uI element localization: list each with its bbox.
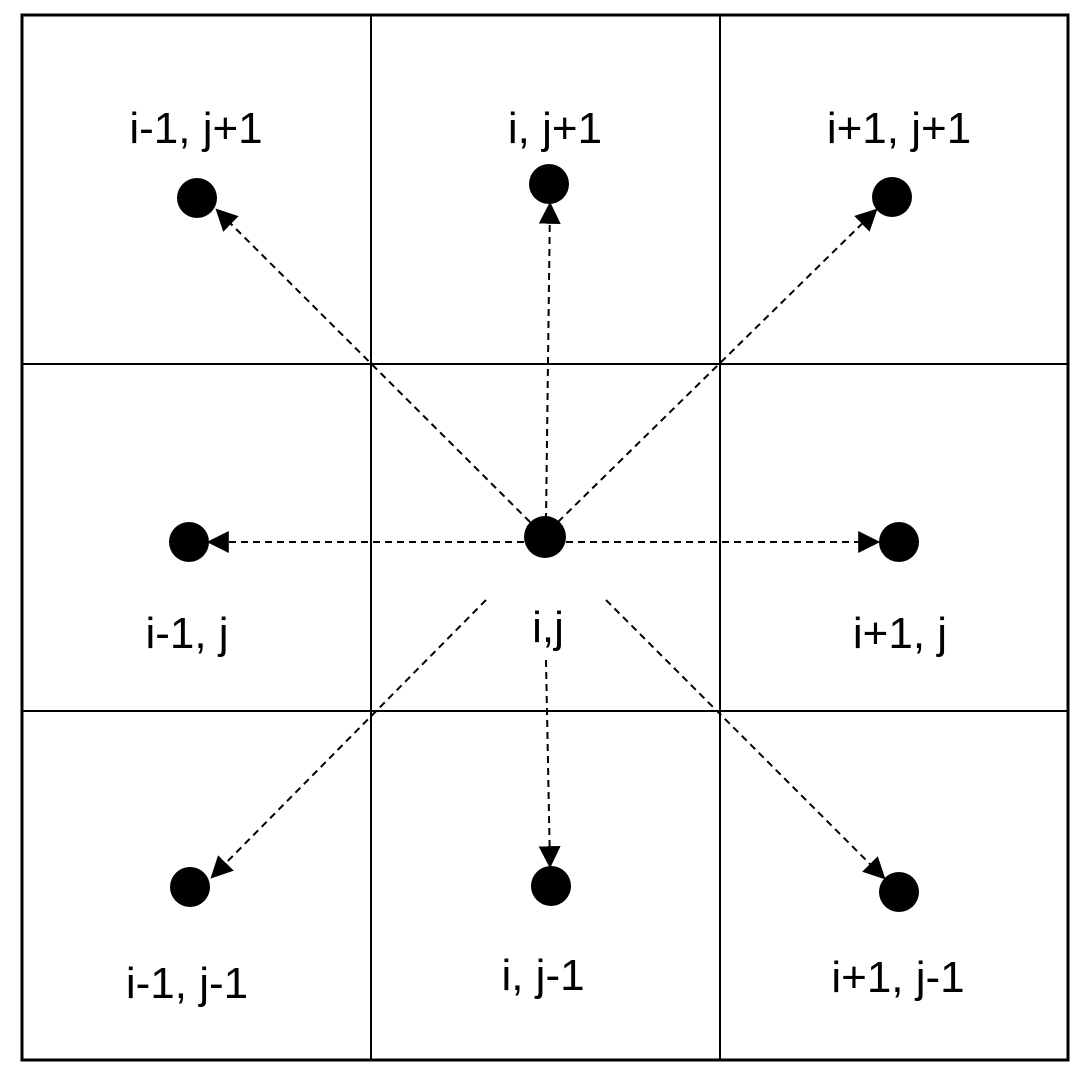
node-middle-right [879, 522, 919, 562]
label-top-center: i, j+1 [508, 104, 602, 153]
label-top-left: i-1, j+1 [129, 104, 262, 153]
label-top-right: i+1, j+1 [827, 104, 971, 153]
label-bottom-center: i, j-1 [501, 951, 584, 1000]
label-middle-right: i+1, j [853, 609, 947, 658]
arrow-to-top-right [557, 208, 878, 523]
arrow-to-bottom-center [538, 659, 561, 869]
node-bottom-center [531, 866, 571, 906]
label-bottom-right: i+1, j-1 [831, 953, 964, 1002]
label-center: i,j [532, 603, 564, 652]
grid [20, 13, 1070, 1062]
node-top-center [529, 164, 569, 204]
arrows [206, 201, 886, 880]
node-bottom-left [170, 867, 210, 907]
nodes [169, 164, 919, 912]
grid-frame [20, 13, 1070, 1062]
label-bottom-left: i-1, j-1 [126, 959, 248, 1008]
node-top-left [177, 178, 217, 218]
arrow-to-top-left [215, 208, 531, 523]
node-top-right [872, 177, 912, 217]
arrow-to-bottom-left [210, 599, 487, 879]
node-center [524, 516, 566, 558]
node-middle-left [169, 522, 209, 562]
node-bottom-right [879, 872, 919, 912]
label-middle-left: i-1, j [145, 609, 228, 658]
labels: i-1, j+1 i, j+1 i+1, j+1 i-1, j i,j i+1,… [126, 104, 971, 1008]
arrow-to-bottom-right [605, 599, 886, 880]
arrow-to-top-center [538, 201, 561, 521]
